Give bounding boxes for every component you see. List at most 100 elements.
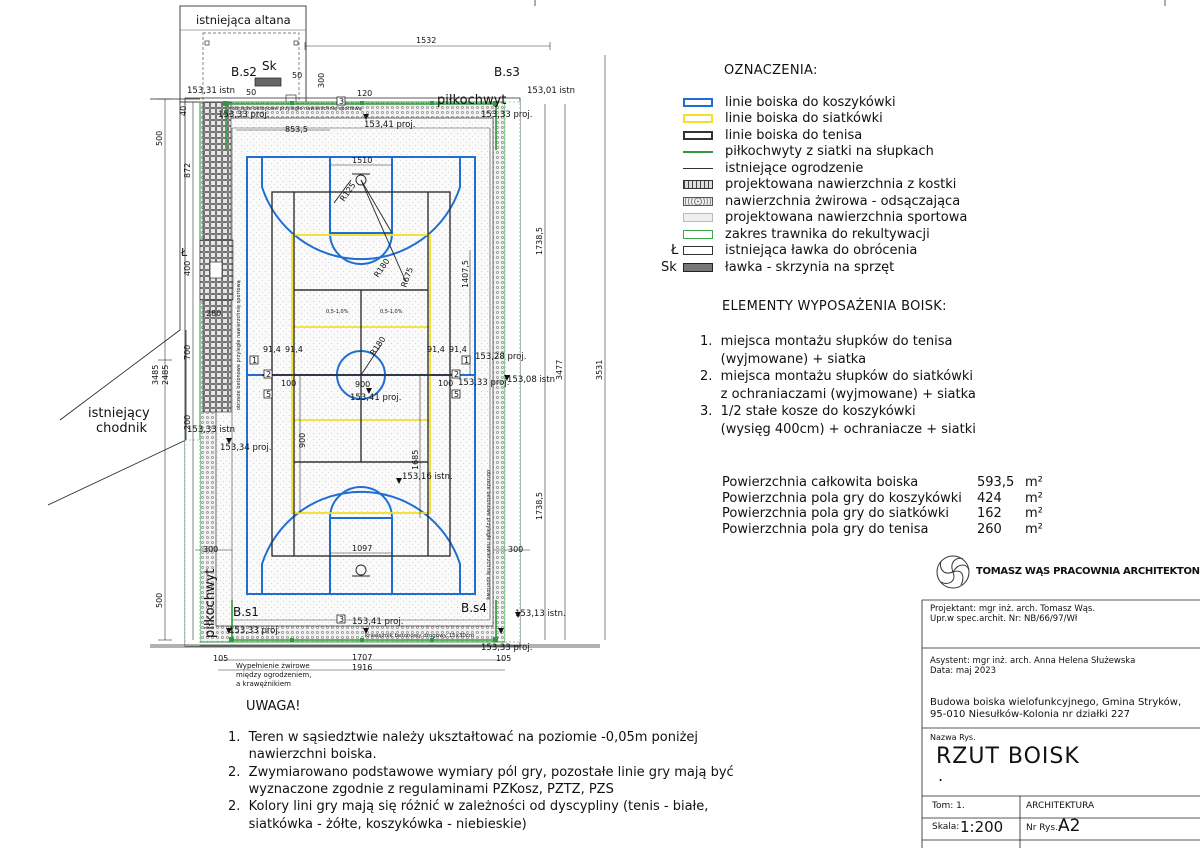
label-bs4: B.s4	[461, 601, 487, 615]
level-5: 153,01 istn	[527, 86, 575, 96]
area-unit: m²	[1025, 521, 1043, 537]
level-11: 153,34 proj.	[220, 443, 271, 453]
legend-item: piłkochwyty z siatki na słupkach	[683, 144, 934, 160]
dim-3477: 3477	[555, 360, 564, 380]
label-gazebo: istniejąca altana	[196, 13, 291, 27]
dim-400: 400	[183, 261, 192, 276]
level-3: 153,41 proj.	[364, 120, 415, 130]
dim-2485: 2485	[161, 365, 170, 385]
label-edge-top: obrzeże betonowe przyległe nawierzchnię …	[232, 106, 362, 112]
dim-3485: 3485	[151, 365, 160, 385]
area-label: Powierzchnia całkowita boiska	[722, 475, 919, 490]
legend-label: projektowana nawierzchnia sportowa	[725, 210, 968, 225]
drawing-name: RZUT BOISK	[936, 744, 1080, 769]
level-4: 153,33 proj.	[481, 110, 532, 120]
dim-1532: 1532	[416, 36, 436, 45]
area-label: Powierzchnia pola gry do siatkówki	[722, 506, 949, 521]
mark-1b: 1	[464, 356, 469, 365]
level-13: 153,13 istn.	[515, 609, 566, 619]
dim-300b: 300	[203, 545, 218, 554]
firm-name: TOMASZ WĄS PRACOWNIA ARCHITEKTONICZNA	[976, 566, 1200, 577]
drawing-name-label: Nazwa Rys.	[930, 733, 976, 742]
mark-3a: 3	[339, 97, 344, 106]
legend-label: ławka - skrzynia na sprzęt	[725, 259, 895, 275]
dim-300a: 300	[317, 73, 326, 88]
dim-1916: 1916	[352, 663, 372, 672]
dimension-lines	[158, 42, 606, 671]
note-line: 2. Zwymiarowano podstawowe wymiary pól g…	[228, 764, 734, 780]
legend-label: linie boiska do tenisa	[725, 127, 863, 143]
firm-logo-icon	[936, 555, 970, 589]
note-line: 2. Kolory lini gry mają się różnić w zal…	[228, 799, 709, 815]
label-bench-mark: Ł	[180, 246, 188, 259]
level-14: 153,33 proj.	[229, 626, 280, 636]
dim-120: 120	[357, 89, 372, 98]
dim-872: 872	[183, 163, 192, 178]
court-marks	[333, 173, 407, 577]
dim-914b: 91,4	[285, 345, 303, 354]
label-path-2: chodnik	[96, 421, 147, 436]
legend-swatch	[683, 229, 713, 239]
area-unit: m²	[1025, 475, 1043, 490]
label-bs1: B.s1	[233, 605, 259, 619]
area-value: 593,5	[977, 475, 1015, 490]
assistant-line-2: Data: maj 2023	[930, 666, 997, 676]
legend-swatch	[683, 196, 713, 206]
legend-swatch	[683, 246, 713, 255]
label-gravel-fill-1: Wypełnienie żwirowe	[236, 662, 310, 670]
slope-1: 0,5-1,0%	[326, 309, 349, 315]
level-12: 153,16 istn.	[402, 472, 453, 482]
area-label: Powierzchnia pola gry do tenisa	[722, 521, 929, 537]
level-16: 153,33 proj.	[481, 643, 532, 653]
dim-1685: 1685	[411, 450, 420, 470]
dim-1707: 1707	[352, 653, 372, 662]
area-label: Powierzchnia pola gry do koszykówki	[722, 490, 962, 506]
assistant-line-1: Asystent: mgr inż. arch. Anna Helena Słu…	[930, 656, 1136, 666]
drawing-name-dot: .	[938, 766, 944, 785]
designer-line-1: Projektant: mgr inż. arch. Tomasz Wąs.	[930, 604, 1096, 614]
legend-label: nawierzchnia żwirowa - odsączająca	[725, 193, 961, 209]
note-line: siatkówka - żółte, koszykówka - niebiesk…	[228, 816, 527, 832]
dim-914c: 91,4	[427, 345, 445, 354]
area-unit: m²	[1025, 490, 1043, 506]
mark-5b: 5	[454, 390, 459, 399]
label-sk: Sk	[262, 59, 277, 73]
label-edge-right: obrzeże betonowe przyległe nawierzchnię …	[485, 470, 491, 600]
equipment-markers	[249, 96, 471, 624]
mark-3b: 3	[339, 615, 344, 624]
dim-105a: 105	[213, 654, 228, 663]
level-8: 153,08 istn	[507, 375, 555, 385]
label-ballcatcher-top: piłkochwyt	[437, 93, 506, 108]
legend-swatch	[683, 213, 713, 222]
level-10: 153,33 istn	[187, 425, 235, 435]
label-gravel-fill-3: a krawężnikiem	[236, 680, 291, 688]
level-2: 153,33 proj.	[218, 110, 269, 120]
note-line: nawierzchni boiska.	[228, 747, 377, 763]
legend-swatch	[683, 130, 713, 140]
area-value: 162	[977, 506, 1002, 521]
level-15: 153,41 proj.	[352, 617, 403, 627]
legend-label: piłkochwyty z siatki na słupkach	[725, 144, 934, 159]
scale-value: 1:200	[960, 818, 1004, 836]
legend-item: linie boiska do tenisa	[683, 127, 862, 143]
dim-500a: 500	[155, 131, 164, 146]
legend-label: projektowana nawierzchnia z kostki	[725, 177, 957, 192]
equipment-title: ELEMENTY WYPOSAŻENIA BOISK:	[722, 299, 947, 314]
dim-105b: 105	[496, 654, 511, 663]
note-line: 1. Teren w sąsiedztwie należy ukształtow…	[228, 730, 699, 745]
area-value: 260	[977, 521, 1002, 537]
legend-label: linie boiska do siatkówki	[725, 111, 883, 126]
dim-900a: 900	[298, 433, 307, 448]
legend-item: nawierzchnia żwirowa - odsączająca	[683, 193, 960, 209]
legend-label: istniejąca ławka do obrócenia	[725, 243, 918, 258]
legend-swatch	[683, 180, 713, 189]
mark-1a: 1	[252, 356, 257, 365]
dim-50b: 50	[246, 88, 256, 97]
legend-label: zakres trawnika do rekultywacji	[725, 226, 930, 242]
dim-1510: 1510	[352, 156, 372, 165]
legend-label: linie boiska do koszykówki	[725, 94, 896, 110]
